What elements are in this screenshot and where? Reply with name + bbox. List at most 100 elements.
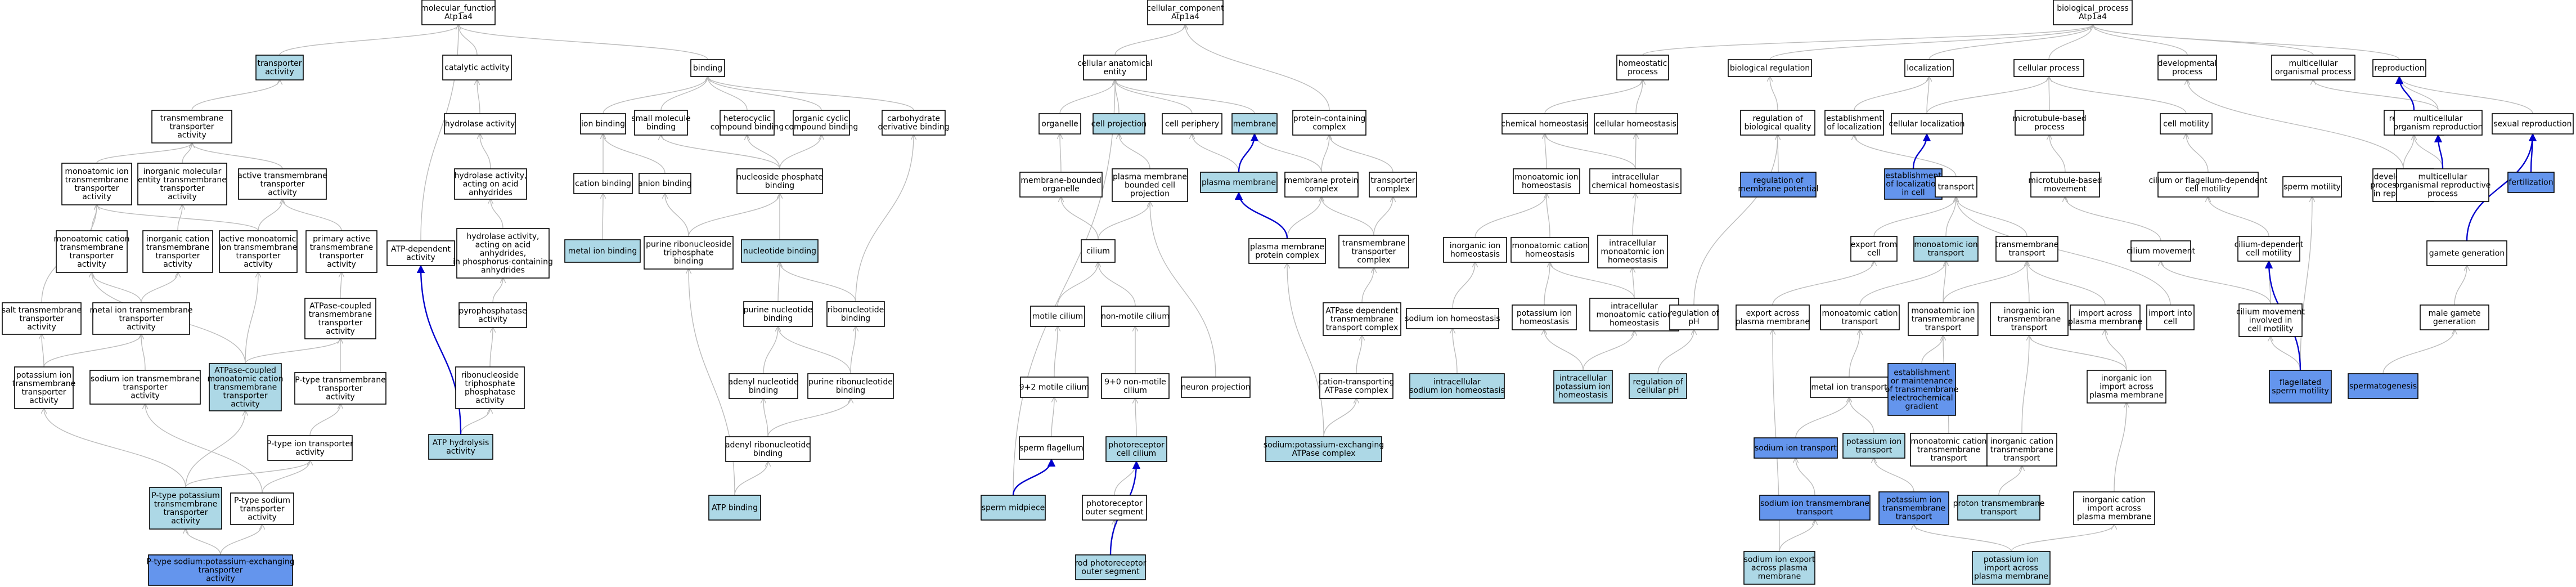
node-sexual-repro[interactable]: sexual reproduction (2492, 113, 2574, 135)
node-sperm-flagellum[interactable]: sperm flagellum (1019, 436, 1084, 460)
node-hydrolase[interactable]: hydrolase activity (444, 113, 516, 135)
node-cilium[interactable]: cilium (1081, 239, 1116, 263)
node-neuron-projection[interactable]: neuron projection (1181, 377, 1251, 398)
node-cell-motility[interactable]: cell motility (2160, 113, 2213, 135)
node-monoatomic-ion-tt[interactable]: monoatomic iontransmembranetransporterac… (61, 163, 132, 205)
node-atp-binding[interactable]: ATP binding (708, 495, 761, 521)
node-sperm-motility[interactable]: sperm motility (2282, 176, 2342, 198)
node-cilium-movement[interactable]: cilium movement (2127, 240, 2196, 262)
node-transport[interactable]: transport (1935, 176, 1977, 198)
node-bio-reg[interactable]: biological regulation (1728, 59, 1812, 77)
node-plasma-membrane[interactable]: plasma membrane (1200, 172, 1278, 193)
node-cation-binding[interactable]: cation binding (573, 173, 633, 194)
node-localization[interactable]: localization (1904, 59, 1954, 77)
node-cell-localization[interactable]: cellular localization (1889, 113, 1965, 135)
node-sperm-midpiece[interactable]: sperm midpiece (981, 495, 1046, 521)
node-catalytic[interactable]: catalytic activity (442, 55, 512, 80)
node-inorg-cation-tt[interactable]: inorganic cationtransmembranetransporter… (142, 230, 213, 273)
node-cell-homeo[interactable]: cellular homeostasis (1594, 113, 1678, 135)
node-fertilization[interactable]: fertilization (2507, 172, 2555, 193)
node-hydrolase-acid[interactable]: hydrolase activity,acting on acidanhydri… (454, 168, 527, 200)
node-metal-ion-transport[interactable]: metal ion transport (1810, 377, 1889, 398)
node-mono-cation-tt[interactable]: monoatomic cationtransmembranetransporte… (53, 230, 130, 273)
node-membrane[interactable]: membrane (1231, 113, 1278, 135)
node-ion-binding[interactable]: ion binding (580, 113, 626, 135)
node-ptype-potassium[interactable]: P-type potassiumtransmembranetransporter… (149, 487, 222, 530)
node-reproduction[interactable]: reproduction (2372, 59, 2426, 77)
node-cell-projection[interactable]: cell projection (1091, 113, 1147, 135)
node-ptype-na-k[interactable]: P-type sodium:potassium-exchangingtransp… (146, 554, 295, 586)
node-spermatogenesis[interactable]: spermatogenesis (2348, 373, 2418, 399)
node-gamete-generation[interactable]: gamete generation (2426, 240, 2507, 266)
node-nonmotile-cilium[interactable]: non-motile cilium (1101, 306, 1170, 327)
node-motile-cilium[interactable]: motile cilium (1030, 306, 1085, 327)
node-anion-binding[interactable]: anion binding (638, 173, 692, 194)
node-organelle[interactable]: organelle (1039, 113, 1081, 135)
node-metal-ion-tt[interactable]: metal ion transmembranetransporteractivi… (89, 302, 193, 335)
